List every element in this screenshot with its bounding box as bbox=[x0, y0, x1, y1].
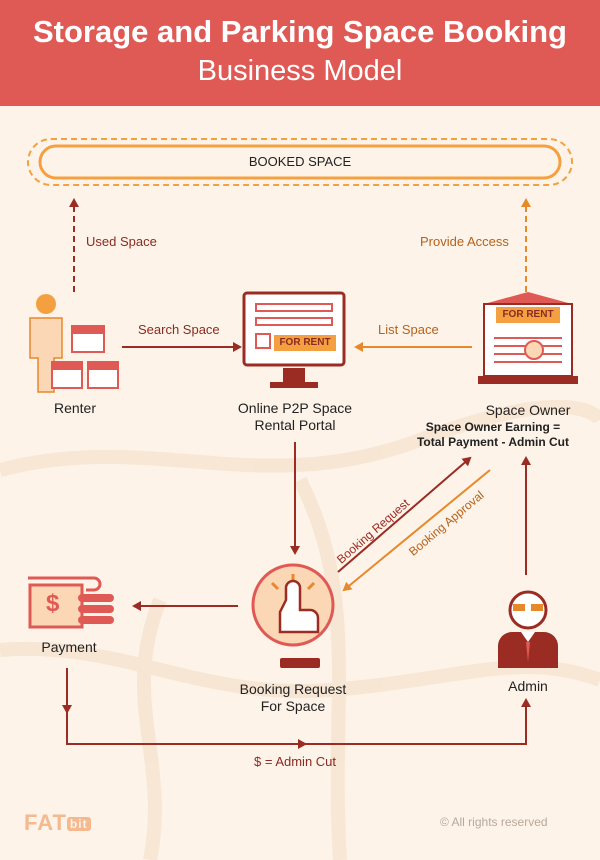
provide-access-label: Provide Access bbox=[420, 234, 509, 249]
payment-wallet-icon bbox=[28, 576, 114, 629]
owner-earning-line-2: Total Payment - Admin Cut bbox=[416, 435, 569, 449]
copyright-text: © All rights reserved bbox=[440, 815, 548, 829]
portal-for-rent-badge: FOR RENT bbox=[274, 335, 336, 351]
list-space-label: List Space bbox=[378, 322, 439, 337]
booked-space-bar bbox=[38, 144, 562, 180]
admin-cut-label: $ = Admin Cut bbox=[254, 754, 337, 769]
title-line-2: Business Model bbox=[197, 55, 403, 87]
booked-space-label: BOOKED SPACE bbox=[248, 154, 352, 169]
renter-icon bbox=[29, 294, 119, 393]
owner-earning-line-1: Space Owner Earning = bbox=[425, 420, 561, 434]
owner-for-rent-badge: FOR RENT bbox=[496, 307, 560, 323]
dollar-icon: $ bbox=[46, 590, 60, 617]
booking-request-arrow bbox=[337, 456, 472, 573]
space-owner-label: Space Owner bbox=[485, 402, 571, 418]
booked-space-outline bbox=[27, 138, 573, 186]
used-space-label: Used Space bbox=[86, 234, 157, 249]
admin-label: Admin bbox=[508, 678, 548, 694]
booking-label-line-1: Booking Request bbox=[239, 681, 347, 697]
booking-touch-icon bbox=[251, 563, 335, 668]
renter-label: Renter bbox=[53, 400, 97, 416]
portal-label-line-1: Online P2P Space bbox=[237, 400, 353, 416]
title-line-1: Storage and Parking Space Booking bbox=[32, 14, 567, 49]
booking-approval-arrow bbox=[342, 469, 491, 592]
space-owner-storefront-icon bbox=[478, 292, 578, 384]
payment-label: Payment bbox=[41, 639, 97, 655]
search-space-label: Search Space bbox=[138, 322, 220, 337]
portal-label-line-2: Rental Portal bbox=[254, 417, 336, 433]
header-banner: Storage and Parking Space Booking Busine… bbox=[0, 0, 600, 106]
booking-label-line-2: For Space bbox=[260, 698, 326, 714]
admin-person-icon bbox=[498, 590, 558, 668]
